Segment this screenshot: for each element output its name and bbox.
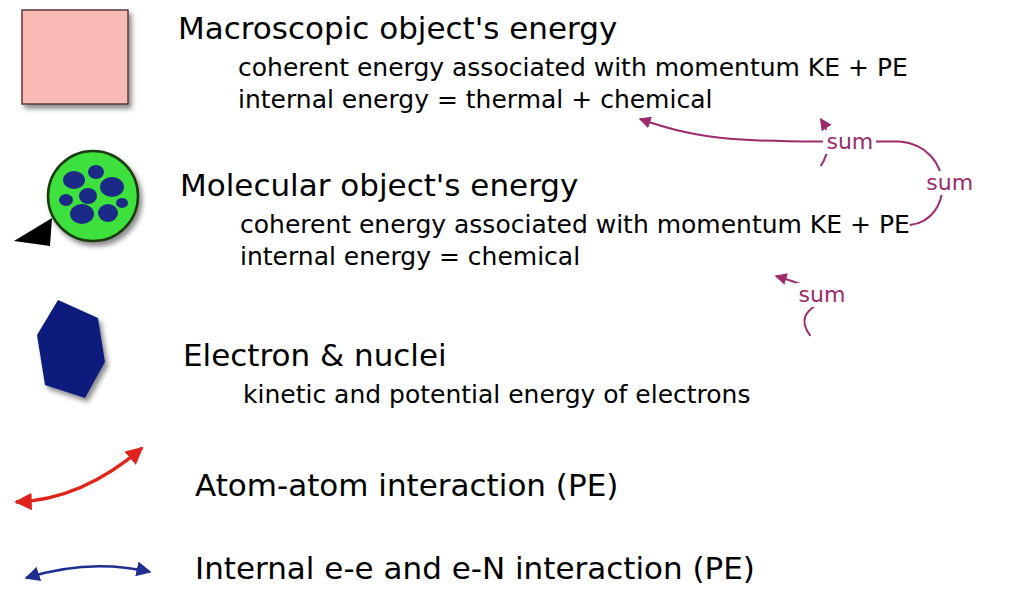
sum-label: sum: [923, 171, 976, 195]
energy-level-group: Macroscopic object's energy coherent ener…: [178, 10, 908, 116]
sum-label: sum: [796, 283, 849, 307]
level-heading: Macroscopic object's energy: [178, 10, 908, 46]
level-description: coherent energy associated with momentum…: [238, 52, 908, 84]
level-description: coherent energy associated with momentum…: [240, 209, 910, 241]
legend-text: Internal e-e and e-N interaction (PE): [195, 550, 755, 586]
level-heading: Electron & nuclei: [183, 337, 750, 373]
sum-label: sum: [823, 130, 876, 154]
level-description: internal energy = chemical: [240, 241, 910, 273]
energy-level-group: Molecular object's energy coherent energy…: [180, 167, 910, 273]
sum-arrow: [640, 119, 943, 225]
level-description: internal energy = thermal + chemical: [238, 84, 908, 116]
macroscopic-square-icon: [22, 10, 128, 104]
legend-text: Atom-atom interaction (PE): [195, 467, 618, 503]
molecule-icon: [14, 151, 138, 246]
level-description: kinetic and potential energy of electron…: [243, 379, 750, 411]
internal-interaction-legend-sample: [26, 566, 150, 578]
energy-level-group: Electron & nuclei kinetic and potential e…: [183, 337, 750, 411]
level-heading: Molecular object's energy: [180, 167, 910, 203]
atom-hexagon-icon: [37, 300, 105, 398]
atom-atom-legend-sample: [16, 448, 142, 502]
